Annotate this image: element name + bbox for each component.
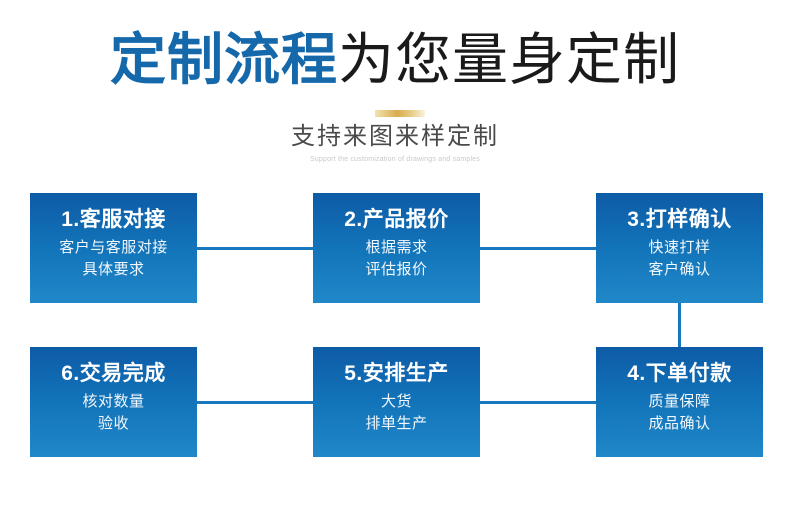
- step-card-3[interactable]: 3.打样确认 快速打样 客户确认: [596, 193, 763, 303]
- step-card-3-body: 快速打样 客户确认: [596, 237, 763, 281]
- step-card-2[interactable]: 2.产品报价 根据需求 评估报价: [313, 193, 480, 303]
- step-card-6-line1: 核对数量: [82, 393, 145, 410]
- step-card-5-body: 大货 排单生产: [313, 391, 480, 435]
- step-card-1-line1: 客户与客服对接: [59, 239, 168, 256]
- step-card-6-title: 6.交易完成: [61, 362, 166, 385]
- step-card-1-body: 客户与客服对接 具体要求: [30, 237, 197, 281]
- step-card-3-line1: 快速打样: [648, 239, 711, 256]
- step-card-1-title: 1.客服对接: [61, 208, 166, 231]
- connector-step2-step3: [478, 247, 598, 250]
- step-card-1-line2: 具体要求: [82, 261, 145, 278]
- subtitle-english: Support the customization of drawings an…: [309, 156, 481, 163]
- step-card-2-line2: 评估报价: [365, 261, 428, 278]
- connector-step5-step6: [195, 401, 315, 404]
- step-card-2-body: 根据需求 评估报价: [313, 237, 480, 281]
- step-card-6[interactable]: 6.交易完成 核对数量 验收: [30, 347, 197, 457]
- step-card-2-line1: 根据需求: [365, 239, 428, 256]
- step-card-4-title: 4.下单付款: [627, 362, 732, 385]
- step-card-4-line2: 成品确认: [648, 415, 711, 432]
- connector-step1-step2: [195, 247, 315, 250]
- step-card-6-line2: 验收: [97, 415, 129, 432]
- page-title-accent: 定制流程: [110, 28, 338, 91]
- gold-divider-rule: [375, 110, 425, 117]
- step-card-5-title: 5.安排生产: [344, 362, 449, 385]
- step-card-4[interactable]: 4.下单付款 质量保障 成品确认: [596, 347, 763, 457]
- step-card-6-body: 核对数量 验收: [30, 391, 197, 435]
- step-card-3-title: 3.打样确认: [627, 208, 732, 231]
- step-card-5[interactable]: 5.安排生产 大货 排单生产: [313, 347, 480, 457]
- page-header: 定制流程为您量身定制: [0, 26, 790, 94]
- subtitle-chinese: 支持来图来样定制: [291, 123, 499, 150]
- page-title: 定制流程为您量身定制: [0, 26, 790, 94]
- step-card-3-line2: 客户确认: [648, 261, 711, 278]
- connector-step4-step5: [478, 401, 598, 404]
- step-card-4-line1: 质量保障: [648, 393, 711, 410]
- page-title-rest: 为您量身定制: [338, 28, 680, 91]
- step-card-1[interactable]: 1.客服对接 客户与客服对接 具体要求: [30, 193, 197, 303]
- step-card-5-line1: 大货: [380, 393, 412, 410]
- connector-step3-step4: [678, 301, 681, 349]
- step-card-5-line2: 排单生产: [365, 415, 428, 432]
- step-card-2-title: 2.产品报价: [344, 208, 449, 231]
- step-card-4-body: 质量保障 成品确认: [596, 391, 763, 435]
